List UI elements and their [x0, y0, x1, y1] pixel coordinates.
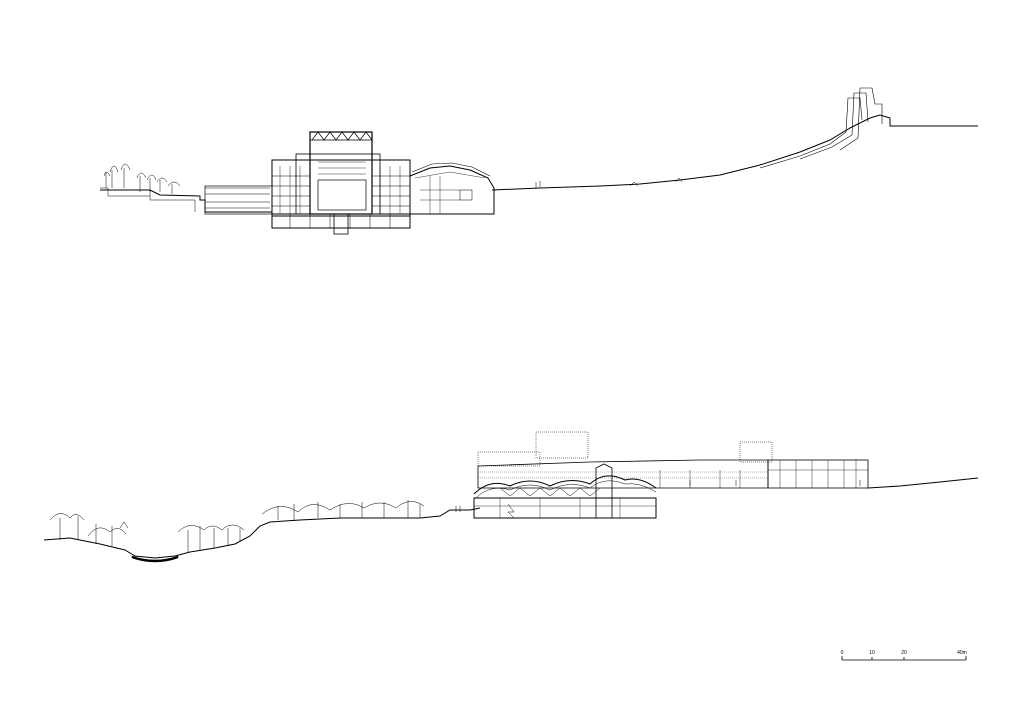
scale-label-0: 0 — [841, 650, 844, 656]
slope-contours — [759, 87, 883, 169]
lower-trees-ridge — [261, 500, 425, 520]
upper-section — [100, 87, 978, 235]
pond — [131, 555, 179, 563]
lower-trees-left — [49, 513, 129, 546]
scale-label-20: 20 — [901, 650, 907, 656]
lower-section — [43, 431, 979, 563]
upper-figures — [535, 177, 683, 188]
scale-bar-line — [841, 656, 967, 661]
scale-label-40m: 40m — [957, 650, 967, 656]
lower-terrain-right — [867, 477, 979, 489]
right-wing-section — [409, 162, 495, 215]
upper-trees — [103, 163, 181, 194]
left-block — [204, 185, 273, 215]
lower-terrain-line — [43, 507, 481, 559]
lower-trees-middle — [177, 524, 245, 552]
left-retaining-structure — [100, 187, 270, 212]
scale-label-10: 10 — [869, 650, 875, 656]
main-building-section — [271, 131, 411, 235]
lower-building-elevation — [455, 431, 869, 519]
scale-bar: 0 10 20 40m — [841, 650, 967, 661]
